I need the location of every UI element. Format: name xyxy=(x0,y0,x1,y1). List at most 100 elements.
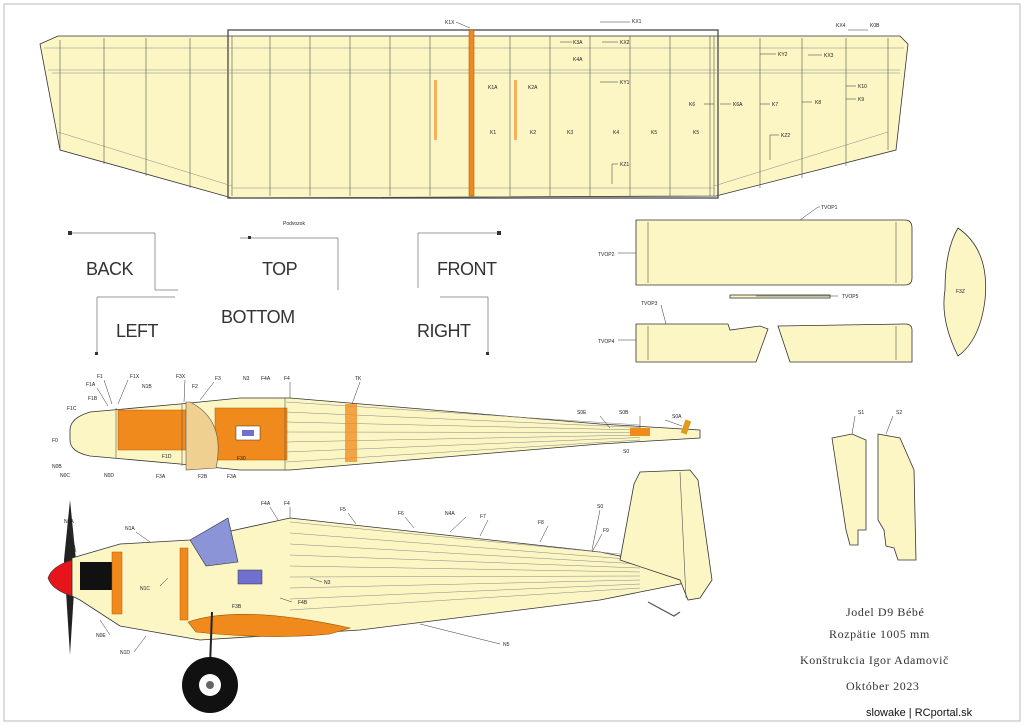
structure-line xyxy=(289,587,641,611)
wing-label: K3A xyxy=(573,40,583,46)
tail-label: TVOP2 xyxy=(598,252,615,258)
wing-label: K6A xyxy=(733,102,743,108)
structure-line xyxy=(289,579,641,589)
fuse-label: F8 xyxy=(538,520,544,526)
fuse-label: F4 xyxy=(284,376,290,382)
fuse-label: F7 xyxy=(480,514,486,520)
tail-label: S2 xyxy=(896,410,902,416)
structure-line xyxy=(289,521,641,557)
structure-line xyxy=(289,554,641,569)
fuse-label: N0A xyxy=(64,519,74,525)
title-block: Jodel D9 Bébé Rozpätie 1005 mm Konštrukc… xyxy=(800,605,949,693)
fuse-label: F2B xyxy=(198,474,208,480)
fuse-label: N3 xyxy=(324,580,331,586)
wing-label: K1X xyxy=(445,20,455,26)
wing-label: K0B xyxy=(870,23,880,29)
wing-label: K6 xyxy=(689,102,695,108)
wing-label: KY2 xyxy=(778,52,788,58)
fuse-label: F5 xyxy=(340,507,346,513)
fuse-label: F1C xyxy=(67,406,77,412)
wing-label: K2A xyxy=(528,85,538,91)
view-label-back: BACK xyxy=(86,259,134,279)
fuse-label: N5 xyxy=(503,642,510,648)
wing-label: KX2 xyxy=(620,40,630,46)
wing-label: K3 xyxy=(567,130,573,136)
fuse-label: F3A xyxy=(227,474,237,480)
wing-label: K4 xyxy=(613,130,619,136)
title-model: Jodel D9 Bébé xyxy=(846,605,924,619)
view-label-right: RIGHT xyxy=(417,321,471,341)
wing-label: KZ2 xyxy=(781,133,790,139)
view-label-bottom: BOTTOM xyxy=(221,307,295,327)
structure-line xyxy=(289,583,641,600)
wing-label: K9 xyxy=(858,97,864,103)
title-date: Október 2023 xyxy=(846,679,920,693)
fuse-label: S0A xyxy=(672,414,682,420)
fuse-label: F1D xyxy=(162,454,172,460)
fuse-label: F0 xyxy=(52,438,58,444)
fuse-label: S0E xyxy=(577,410,587,416)
fuse-label: F3A xyxy=(156,474,166,480)
wing-label: K8 xyxy=(815,100,821,106)
structure-line xyxy=(289,532,641,561)
fuse-label: F2 xyxy=(192,384,198,390)
fuse-label: F4 xyxy=(284,501,290,507)
wing-label: K4A xyxy=(573,57,583,63)
fuse-label: F3X xyxy=(176,374,186,380)
fuse-label: F4A xyxy=(261,376,271,382)
fuse-label: F1B xyxy=(88,396,98,402)
fuse-label: F4A xyxy=(261,501,271,507)
credit-watermark: slowake | RCportal.sk xyxy=(866,707,973,719)
fuse-label: F6 xyxy=(398,511,404,517)
wing-label: K5 xyxy=(651,130,657,136)
fuse-label: N1D xyxy=(120,650,130,656)
title-designer: Konštrukcia Igor Adamovič xyxy=(800,653,949,667)
title-span: Rozpätie 1005 mm xyxy=(829,627,930,641)
fuse-label: F1A xyxy=(86,382,96,388)
tail-parts: TVOP1 TVOP2 TVOP3 TVOP4 TVOP5 F3Z S1 S2 xyxy=(598,205,987,561)
wing-top-view: K1X KX1 K3A KX2 K4A KY1 K1A K2A K1 K2 K3… xyxy=(39,19,909,199)
fuse-label: N0B xyxy=(52,464,62,470)
fuse-label: N3 xyxy=(243,376,250,382)
wing-label: KY1 xyxy=(620,80,630,86)
fuse-label: F9 xyxy=(603,528,609,534)
fuse-label: S0 xyxy=(623,449,629,455)
fuse-label: N4A xyxy=(445,511,455,517)
wing-label: KX1 xyxy=(632,19,642,25)
wing-labels: K1X KX1 K3A KX2 K4A KY1 K1A K2A K1 K2 K3… xyxy=(445,19,880,168)
fuse-label: F4B xyxy=(298,600,308,606)
tail-label: S1 xyxy=(858,410,864,416)
podvozok-label: Podvozok xyxy=(283,221,305,227)
fuselage-side-view: N0A N1A F4A F4 F5 F6 N4A F7 F8 S0 F9 N1C… xyxy=(47,469,713,713)
fuse-label: S0 xyxy=(597,504,603,510)
wing-label: K5 xyxy=(693,130,699,136)
wing-label: K1A xyxy=(488,85,498,91)
tail-label: TVOP1 xyxy=(821,205,838,211)
fuse-label: N1C xyxy=(140,586,150,592)
wing-label: K7 xyxy=(772,102,778,108)
wing-label: KZ1 xyxy=(620,162,629,168)
wing-label: KX3 xyxy=(824,53,834,59)
fuse-label: N0D xyxy=(104,473,114,479)
structure-line xyxy=(289,565,641,573)
view-frames: BACK TOP FRONT LEFT BOTTOM RIGHT Podvozo… xyxy=(68,221,501,355)
structure-line xyxy=(289,575,641,578)
tail-label: TVOP3 xyxy=(641,301,658,307)
tail-label: TVOP4 xyxy=(598,339,615,345)
fuse-label: N1B xyxy=(142,384,152,390)
fuse-label: S0B xyxy=(619,410,629,416)
fuse-label: N0C xyxy=(60,473,70,479)
wing-label: K2 xyxy=(530,130,536,136)
structure-line xyxy=(289,543,641,565)
tail-label: TVOP5 xyxy=(842,294,859,300)
wing-label: K10 xyxy=(858,84,867,90)
view-label-top: TOP xyxy=(262,259,298,279)
fuse-label: TK xyxy=(355,376,362,382)
wing-label: K1 xyxy=(490,130,496,136)
fuse-label: F1X xyxy=(130,374,140,380)
wing-label: KX4 xyxy=(836,23,846,29)
view-label-left: LEFT xyxy=(116,321,159,341)
fuse-label: F30 xyxy=(237,456,246,462)
fuse-label: F1 xyxy=(97,374,103,380)
